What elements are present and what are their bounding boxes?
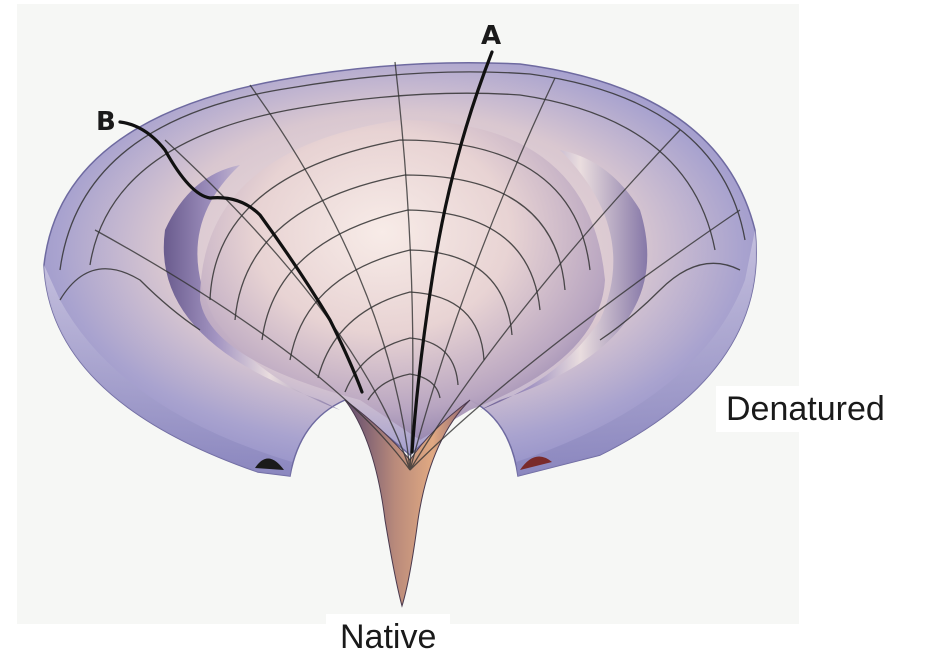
path-a-label: A — [481, 21, 501, 51]
native-state-label: Native — [326, 614, 450, 662]
denatured-state-label: Denatured — [716, 386, 895, 432]
path-b-label: B — [96, 107, 116, 137]
